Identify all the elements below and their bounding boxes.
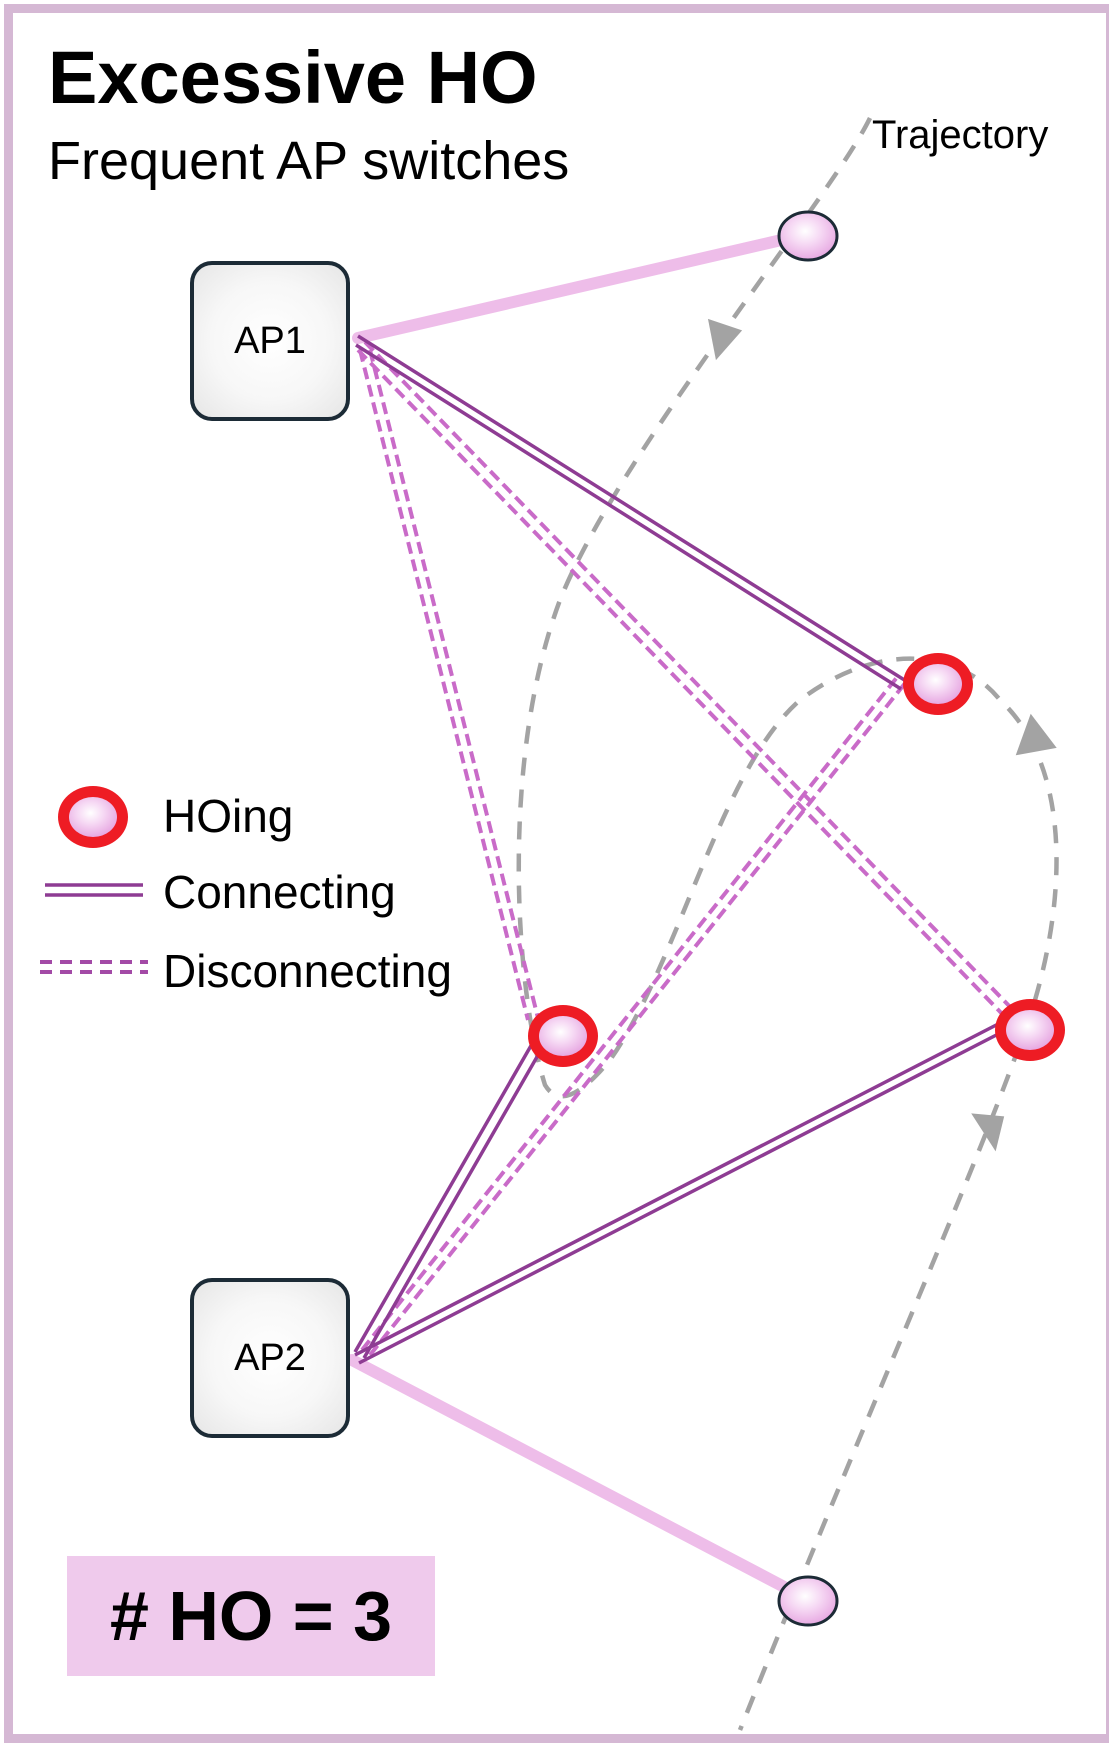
link-ap1-start-node xyxy=(352,232,796,344)
disconnect-ap1-node2 xyxy=(358,349,540,1021)
trajectory-path xyxy=(516,117,1059,1731)
trajectory-arrow-icon xyxy=(707,318,743,361)
device-node-start xyxy=(777,210,839,262)
legend-disconnecting-label: Disconnecting xyxy=(163,945,452,997)
link-ap2-end-node xyxy=(346,1354,796,1596)
disconnect-ap1-node4 xyxy=(356,340,1019,1024)
ap1-label: AP1 xyxy=(234,319,306,362)
trajectory-arrow-icon xyxy=(971,1113,1005,1152)
hoing-node-2 xyxy=(528,1005,598,1067)
connect-ap2-node4 xyxy=(354,1019,1009,1365)
access-point-ap1: AP1 xyxy=(190,261,350,421)
trajectory-arrow-icon xyxy=(1015,713,1057,756)
legend-disconnecting-icon xyxy=(40,960,148,974)
access-point-ap2: AP2 xyxy=(190,1278,350,1438)
hoing-node-1 xyxy=(903,653,973,715)
disconnecting-links xyxy=(356,340,1019,1357)
connect-ap2-node2 xyxy=(353,1029,551,1359)
ho-count-text: # HO = 3 xyxy=(109,1577,393,1655)
legend-connecting-icon xyxy=(45,883,143,897)
page-title: Excessive HO xyxy=(48,36,538,119)
ho-count-badge: # HO = 3 xyxy=(67,1556,435,1676)
page-subtitle: Frequent AP switches xyxy=(48,131,570,191)
connect-ap1-node1 xyxy=(355,334,907,691)
trajectory-label: Trajectory xyxy=(872,113,1049,157)
legend-hoing-icon xyxy=(58,786,128,848)
disconnect-ap2-node1 xyxy=(360,674,908,1357)
connecting-links xyxy=(353,334,1009,1365)
legend-connecting-label: Connecting xyxy=(163,866,396,918)
ap2-label: AP2 xyxy=(234,1336,306,1379)
legend-hoing-label: HOing xyxy=(163,790,294,842)
hoing-node-3 xyxy=(995,999,1065,1061)
device-node-end xyxy=(777,1575,839,1627)
